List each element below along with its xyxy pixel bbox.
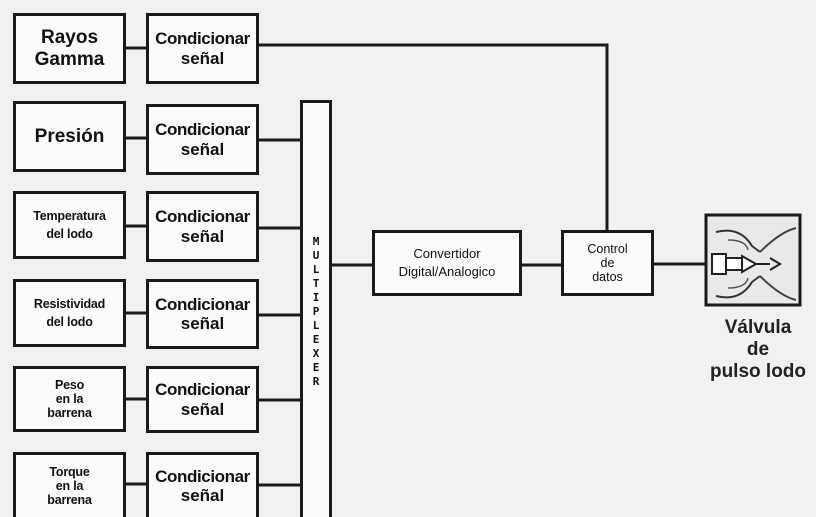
sensor-label: barrena [47,493,92,507]
data-control-label: Control [587,242,628,256]
link-gamma-to-control [259,43,609,230]
signal-conditioner-4: Condicionar señal [146,279,259,349]
sensor-label: en la [55,479,84,493]
signal-conditioner-2: Condicionar señal [146,104,259,175]
sensor-label: del lodo [46,315,93,329]
conditioner-label: Condicionar [155,29,250,49]
sensor-pressure: Presión [13,101,126,172]
sensor-label: Torque [49,465,90,479]
sensor-label: Rayos [40,27,99,49]
sensor-label: Presión [34,125,105,147]
signal-conditioner-6: Condicionar señal [146,452,259,517]
conditioner-label: Condicionar [155,466,250,486]
sensor-mud-resistivity: Resistividad del lodo [13,279,126,347]
mud-pulse-valve-icon [704,213,802,307]
multiplexer-block: MULTIPLEXER [300,100,332,517]
signal-conditioner-1: Condicionar señal [146,13,259,84]
conditioner-label: señal [180,226,225,246]
valve-label-line: Válvula [724,317,792,338]
conditioner-label: Condicionar [155,120,250,140]
conditioner-label: Condicionar [155,207,250,227]
sensor-label: Resistividad [33,297,106,311]
valve-label-line: de [746,338,770,360]
sensor-torque-on-bit: Torque en la barrena [13,452,126,517]
valve-label-line: pulso lodo [709,360,807,382]
converter-label: Convertidor [413,245,481,261]
sensor-label: del lodo [46,227,93,241]
signal-conditioner-3: Condicionar señal [146,191,259,262]
mud-pulse-valve-label: Válvula de pulso lodo [700,317,816,383]
sensor-gamma-ray: Rayos Gamma [13,13,126,84]
sensor-label: barrena [47,406,92,420]
sensor-label: Temperatura [33,209,106,223]
conditioner-label: señal [180,48,225,68]
signal-conditioner-5: Condicionar señal [146,366,259,433]
conditioner-label: señal [180,486,225,505]
sensor-mud-temperature: Temperatura del lodo [13,191,126,259]
converter-label: Digital/Analogico [398,263,496,279]
conditioner-label: Condicionar [155,380,250,400]
data-control-label: datos [592,270,623,284]
conditioner-label: señal [180,314,225,333]
data-control-block: Control de datos [561,230,654,296]
conditioner-label: señal [180,139,225,159]
data-control-label: de [600,256,615,270]
sensor-label: Gamma [34,48,105,70]
multiplexer-label: MULTIPLEXER [309,235,323,389]
sensor-label: en la [55,392,84,406]
conditioner-label: Condicionar [155,294,250,314]
sensor-label: Peso [54,378,85,392]
conditioner-label: señal [180,399,225,419]
sensor-weight-on-bit: Peso en la barrena [13,366,126,432]
digital-analog-converter: Convertidor Digital/Analogico [372,230,522,296]
